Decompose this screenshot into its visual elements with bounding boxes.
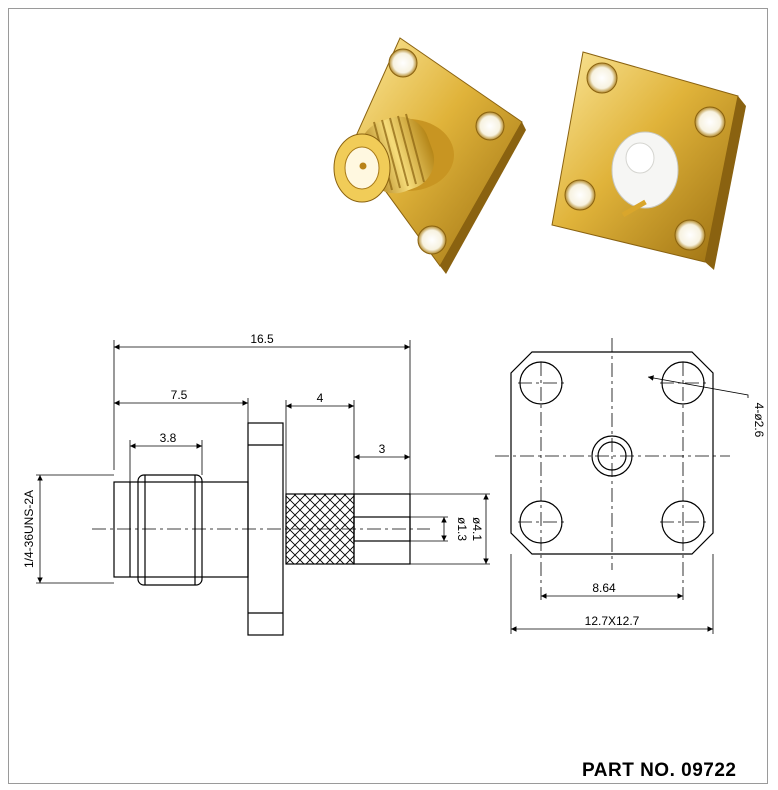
photo-mount-hole	[388, 48, 418, 78]
label-knurl-length: 4	[317, 391, 324, 405]
image-frame	[8, 8, 768, 784]
front-body-outline	[113, 481, 249, 578]
photo-mount-hole	[564, 179, 596, 211]
side-view	[92, 422, 430, 636]
label-front-length: 7.5	[171, 388, 188, 402]
side-dimensions	[36, 340, 490, 584]
hex-nut-outline	[137, 474, 203, 586]
hole-leader	[647, 375, 749, 398]
label-flange-size: 12.7X12.7	[585, 614, 640, 628]
photo-connector-rear	[551, 51, 746, 270]
label-hex-length: 3.8	[160, 431, 177, 445]
label-hole-spacing: 8.64	[592, 581, 616, 595]
front-dimension-labels: 8.64 12.7X12.7 4-ø2.6	[585, 403, 766, 628]
label-holes: 4-ø2.6	[752, 403, 766, 438]
product-photos	[333, 37, 746, 274]
photo-mount-hole	[674, 219, 706, 251]
side-dimension-labels: 16.5 7.5 3.8 4 3 1/4-36UNS-2A ø1.3 ø4.1	[22, 332, 484, 568]
photo-mount-hole	[586, 62, 618, 94]
part-number-label: PART NO. 09722	[582, 760, 737, 781]
front-view	[495, 338, 730, 600]
photo-connector-front	[333, 37, 526, 274]
flange-square-outline	[510, 351, 714, 555]
label-tail-length: 3	[379, 442, 386, 456]
label-overall-length: 16.5	[250, 332, 274, 346]
photo-mount-hole	[475, 111, 505, 141]
label-body-diameter: ø4.1	[470, 517, 484, 541]
label-pin-diameter: ø1.3	[455, 517, 469, 541]
photo-center-pin	[621, 199, 647, 218]
photo-mount-hole	[694, 106, 726, 138]
label-thread-spec: 1/4-36UNS-2A	[22, 490, 36, 568]
front-dimensions	[510, 375, 749, 634]
photo-mount-hole	[417, 225, 447, 255]
